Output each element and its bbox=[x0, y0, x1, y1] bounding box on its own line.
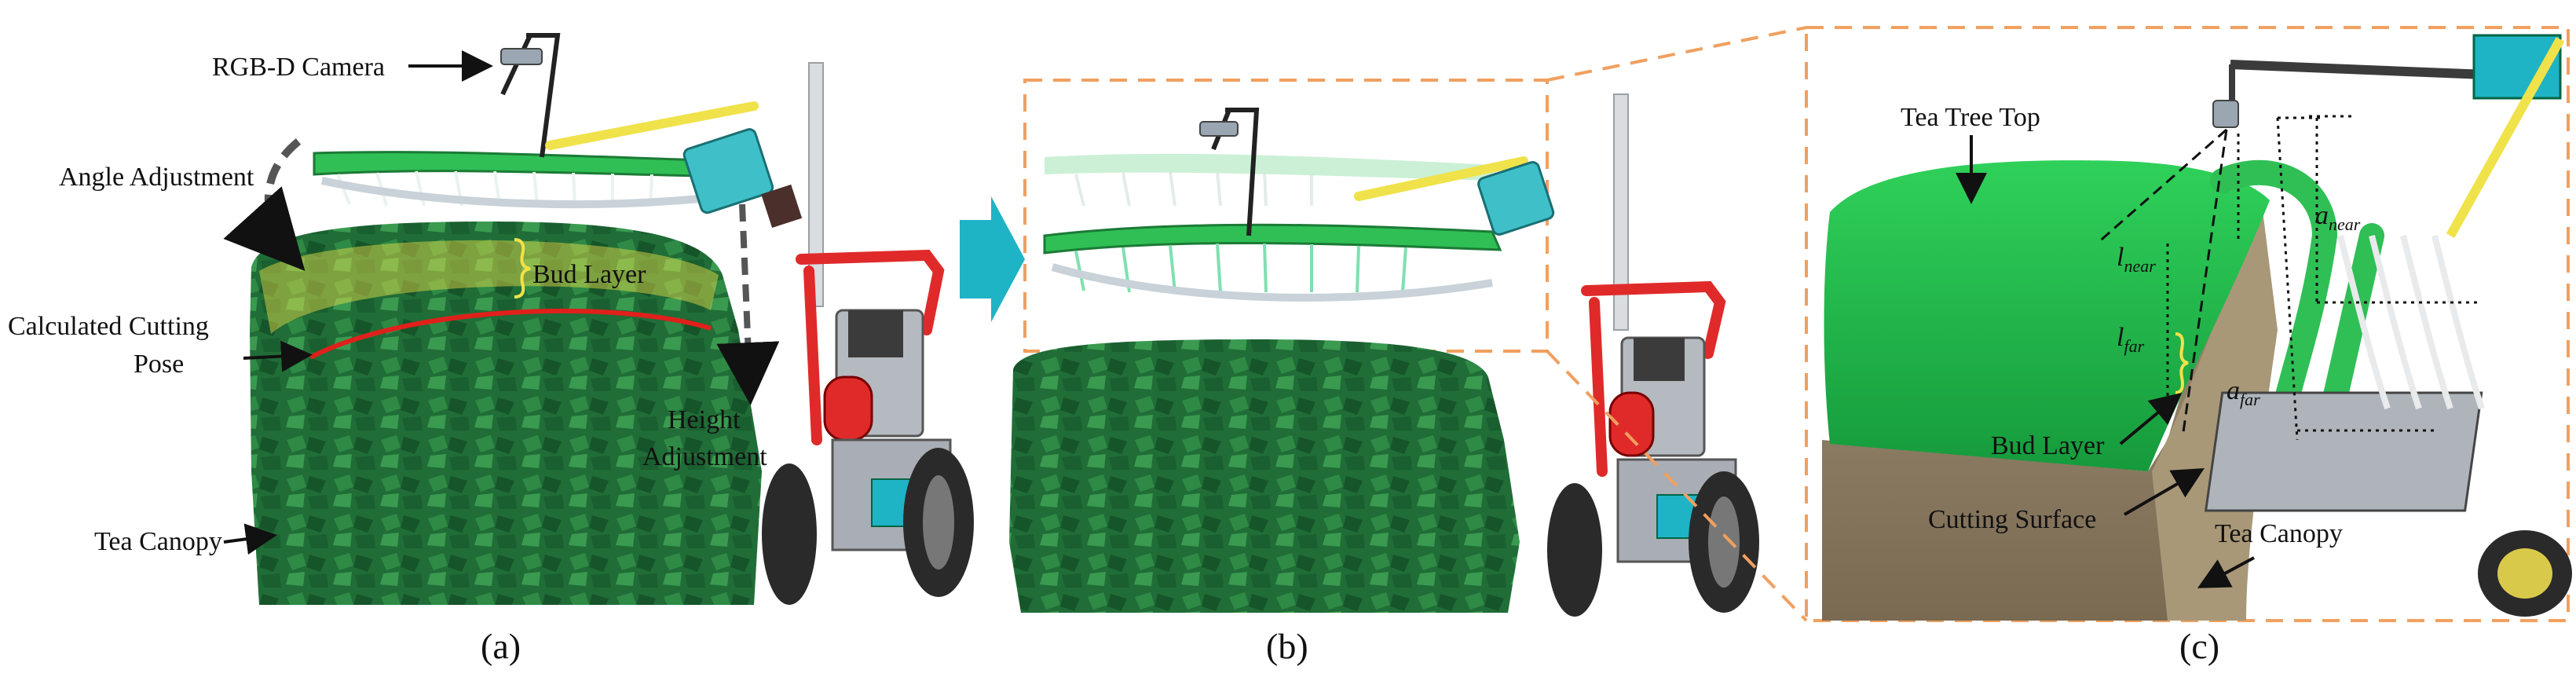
a-near-label: anear bbox=[2315, 201, 2361, 234]
cutting-surface-arrow bbox=[2123, 467, 2205, 516]
cutter-boom-b bbox=[1043, 223, 1502, 255]
zoom-connector-top bbox=[1546, 26, 1807, 82]
zoom-box-b bbox=[1023, 79, 1549, 353]
bud-layer-brace-c bbox=[2175, 332, 2189, 394]
bud-layer-arrow-c bbox=[2119, 392, 2183, 445]
rgbd-camera-label: RGB-D Camera bbox=[212, 53, 385, 82]
height-adjustment-label-line2: Adjustment bbox=[642, 442, 767, 471]
height-adjustment-arrow bbox=[716, 203, 780, 405]
hydraulic-cylinder-a bbox=[545, 101, 759, 150]
tea-canopy-label-a: Tea Canopy bbox=[94, 527, 222, 556]
tea-canopy-arrow-c bbox=[2197, 556, 2255, 588]
bud-layer-band-a bbox=[259, 240, 719, 334]
panel-c: Tea Tree Top lnear lfar anear afar Bud L… bbox=[1805, 26, 2572, 666]
bud-layer-label-a: Bud Layer bbox=[532, 260, 646, 289]
measurement-lines bbox=[2096, 115, 2482, 441]
calculated-cutting-pose-label-line1: Calculated Cutting bbox=[8, 312, 209, 341]
tea-canopy-block-c bbox=[1822, 228, 2230, 621]
gearbox-a bbox=[682, 128, 774, 214]
tea-canopy-arrow-a bbox=[223, 523, 277, 555]
cutting-surface-label: Cutting Surface bbox=[1928, 505, 2096, 534]
tractor-a bbox=[762, 249, 974, 605]
calculated-cutting-line-a bbox=[309, 308, 712, 360]
zoom-connector-bottom bbox=[1546, 350, 1808, 622]
caption-a: (a) bbox=[481, 626, 521, 666]
angle-adjustment-arrow bbox=[223, 138, 306, 271]
bud-layer-brace-a bbox=[514, 238, 531, 299]
panel-a: RGB-D Camera Angle Adjustment Bud Layer … bbox=[8, 33, 974, 666]
tea-canopy-shape-a bbox=[250, 222, 762, 605]
cutting-surface-face bbox=[2152, 204, 2278, 621]
angle-adjustment-label: Angle Adjustment bbox=[59, 163, 254, 192]
transition-arrow bbox=[960, 196, 1025, 322]
height-adjustment-label-line1: Height bbox=[668, 405, 741, 434]
calculated-cutting-pose-arrow bbox=[243, 340, 313, 372]
tea-canopy-label-c: Tea Canopy bbox=[2215, 519, 2343, 548]
tea-tree-top-label: Tea Tree Top bbox=[1901, 103, 2040, 132]
bud-layer-label-c: Bud Layer bbox=[1991, 431, 2105, 460]
rgbd-camera-device-c bbox=[2212, 100, 2239, 128]
l-far-label: lfar bbox=[2117, 323, 2145, 356]
l-near-label: lnear bbox=[2117, 243, 2156, 276]
caption-b: (b) bbox=[1266, 626, 1308, 666]
calculated-cutting-pose-label-line2: Pose bbox=[134, 350, 184, 379]
tractor-b bbox=[1547, 280, 1759, 617]
rgbd-camera-device bbox=[500, 48, 543, 65]
panel-b: (b) bbox=[1009, 26, 1808, 666]
a-far-label: afar bbox=[2227, 376, 2260, 409]
tea-canopy-shape-b bbox=[1009, 339, 1520, 613]
caption-c: (c) bbox=[2179, 626, 2219, 666]
